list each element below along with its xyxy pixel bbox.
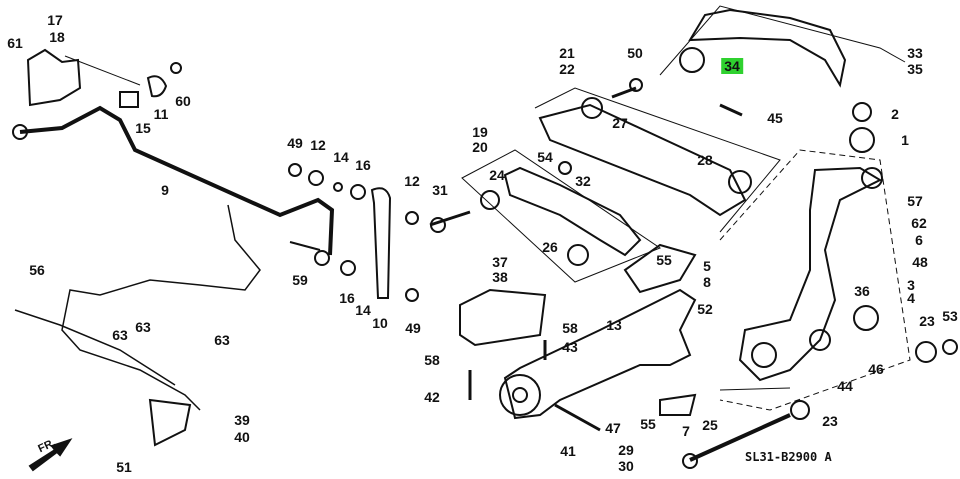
part-label[interactable]: 45 [767, 110, 783, 126]
part-label[interactable]: 63 [214, 332, 230, 348]
part-label[interactable]: 21 [559, 45, 575, 61]
part-label[interactable]: 63 [112, 327, 128, 343]
part-label[interactable]: 10 [372, 315, 388, 331]
part-label[interactable]: 29 [618, 442, 634, 458]
bushing-shape [119, 91, 139, 108]
part-label[interactable]: 50 [627, 45, 643, 61]
part-label[interactable]: 9 [161, 182, 169, 198]
part-label[interactable]: 49 [287, 135, 303, 151]
part-label[interactable]: 60 [175, 93, 191, 109]
part-label[interactable]: 61 [7, 35, 23, 51]
part-label[interactable]: 26 [542, 239, 558, 255]
part-label[interactable]: 49 [405, 320, 421, 336]
part-label[interactable]: 27 [612, 115, 628, 131]
part-label[interactable]: 46 [868, 361, 884, 377]
part-label[interactable]: 54 [537, 149, 553, 165]
part-label[interactable]: 17 [47, 12, 63, 28]
part-label[interactable]: 31 [432, 182, 448, 198]
part-label[interactable]: 23 [822, 413, 838, 429]
diagram-code: SL31-B2900 A [745, 450, 832, 464]
part-label[interactable]: 40 [234, 429, 250, 445]
part-label[interactable]: 43 [562, 339, 578, 355]
part-label[interactable]: 18 [49, 29, 65, 45]
part-label[interactable]: 59 [292, 272, 308, 288]
part-label[interactable]: 63 [135, 319, 151, 335]
part-label[interactable]: 13 [606, 317, 622, 333]
part-label[interactable]: 58 [562, 320, 578, 336]
part-label[interactable]: 39 [234, 412, 250, 428]
part-label[interactable]: 52 [697, 301, 713, 317]
part-label[interactable]: 4 [907, 290, 915, 306]
part-label[interactable]: 1 [901, 132, 909, 148]
part-label[interactable]: 14 [355, 302, 371, 318]
part-label[interactable]: 19 [472, 124, 488, 140]
part-label[interactable]: 25 [702, 417, 718, 433]
part-label[interactable]: 28 [697, 152, 713, 168]
part-label[interactable]: 36 [854, 283, 870, 299]
part-label[interactable]: 32 [575, 173, 591, 189]
part-label[interactable]: 42 [424, 389, 440, 405]
bushing-34 [679, 47, 705, 73]
part-label[interactable]: 56 [29, 262, 45, 278]
stabilizer-bar [19, 105, 335, 256]
part-label[interactable]: 6 [915, 232, 923, 248]
bolt-25 [689, 413, 791, 462]
part-label[interactable]: 23 [919, 313, 935, 329]
part-label[interactable]: 22 [559, 61, 575, 77]
part-label[interactable]: 38 [492, 269, 508, 285]
part-label[interactable]: 55 [640, 416, 656, 432]
part-label[interactable]: 53 [942, 308, 958, 324]
part-label[interactable]: 55 [656, 252, 672, 268]
part-label[interactable]: 8 [703, 274, 711, 290]
part-label[interactable]: 12 [310, 137, 326, 153]
part-label[interactable]: 62 [911, 215, 927, 231]
part-label[interactable]: 2 [891, 106, 899, 122]
part-label[interactable]: 15 [135, 120, 151, 136]
part-label[interactable]: 48 [912, 254, 928, 270]
part-label[interactable]: 57 [907, 193, 923, 209]
part-label[interactable]: 30 [618, 458, 634, 474]
part-label[interactable]: 7 [682, 423, 690, 439]
part-label[interactable]: 35 [907, 61, 923, 77]
bracket-shape [26, 48, 82, 107]
part-label[interactable]: 47 [605, 420, 621, 436]
part-label[interactable]: 44 [837, 378, 853, 394]
part-label[interactable]: 20 [472, 139, 488, 155]
part-label[interactable]: 11 [153, 106, 169, 122]
part-label[interactable]: 41 [560, 443, 576, 459]
part-label[interactable]: 14 [333, 149, 349, 165]
highlighted-part-label[interactable]: 34 [721, 58, 743, 74]
part-label[interactable]: 12 [404, 173, 420, 189]
front-arrow-icon [28, 438, 73, 472]
part-label[interactable]: 5 [703, 258, 711, 274]
part-label[interactable]: 16 [339, 290, 355, 306]
part-label[interactable]: 33 [907, 45, 923, 61]
part-label[interactable]: 16 [355, 157, 371, 173]
part-label[interactable]: 58 [424, 352, 440, 368]
part-label[interactable]: 37 [492, 254, 508, 270]
part-label[interactable]: 51 [116, 459, 132, 475]
part-label[interactable]: 24 [489, 167, 505, 183]
part-label[interactable]: 3 [907, 277, 915, 293]
